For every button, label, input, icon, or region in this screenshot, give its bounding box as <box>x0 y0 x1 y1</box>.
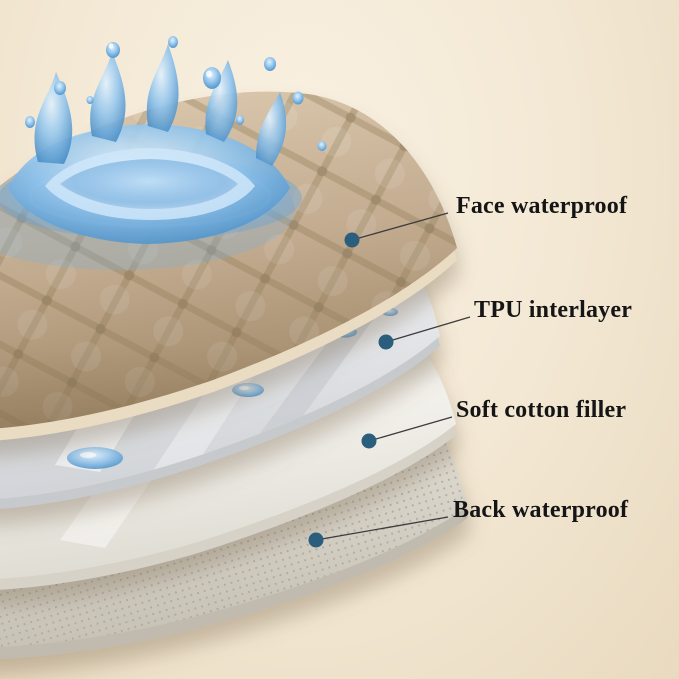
callout-dots <box>308 232 394 548</box>
callout-line-tpu <box>385 316 471 343</box>
callout-line-face <box>351 212 449 241</box>
callout-line-cotton <box>368 416 453 442</box>
label-face-waterproof: Face waterproof <box>456 193 628 219</box>
water-splash <box>0 36 327 244</box>
callout-connectors <box>315 212 471 541</box>
callout-dot-back <box>308 532 324 548</box>
label-soft-cotton-filler: Soft cotton filler <box>456 397 627 423</box>
label-tpu-interlayer: TPU interlayer <box>474 297 633 323</box>
callout-dot-face <box>344 232 360 248</box>
callout-dot-tpu <box>378 334 394 350</box>
label-back-waterproof: Back waterproof <box>453 497 629 523</box>
callout-line-back <box>315 516 449 541</box>
callout-dot-cotton <box>361 433 377 449</box>
